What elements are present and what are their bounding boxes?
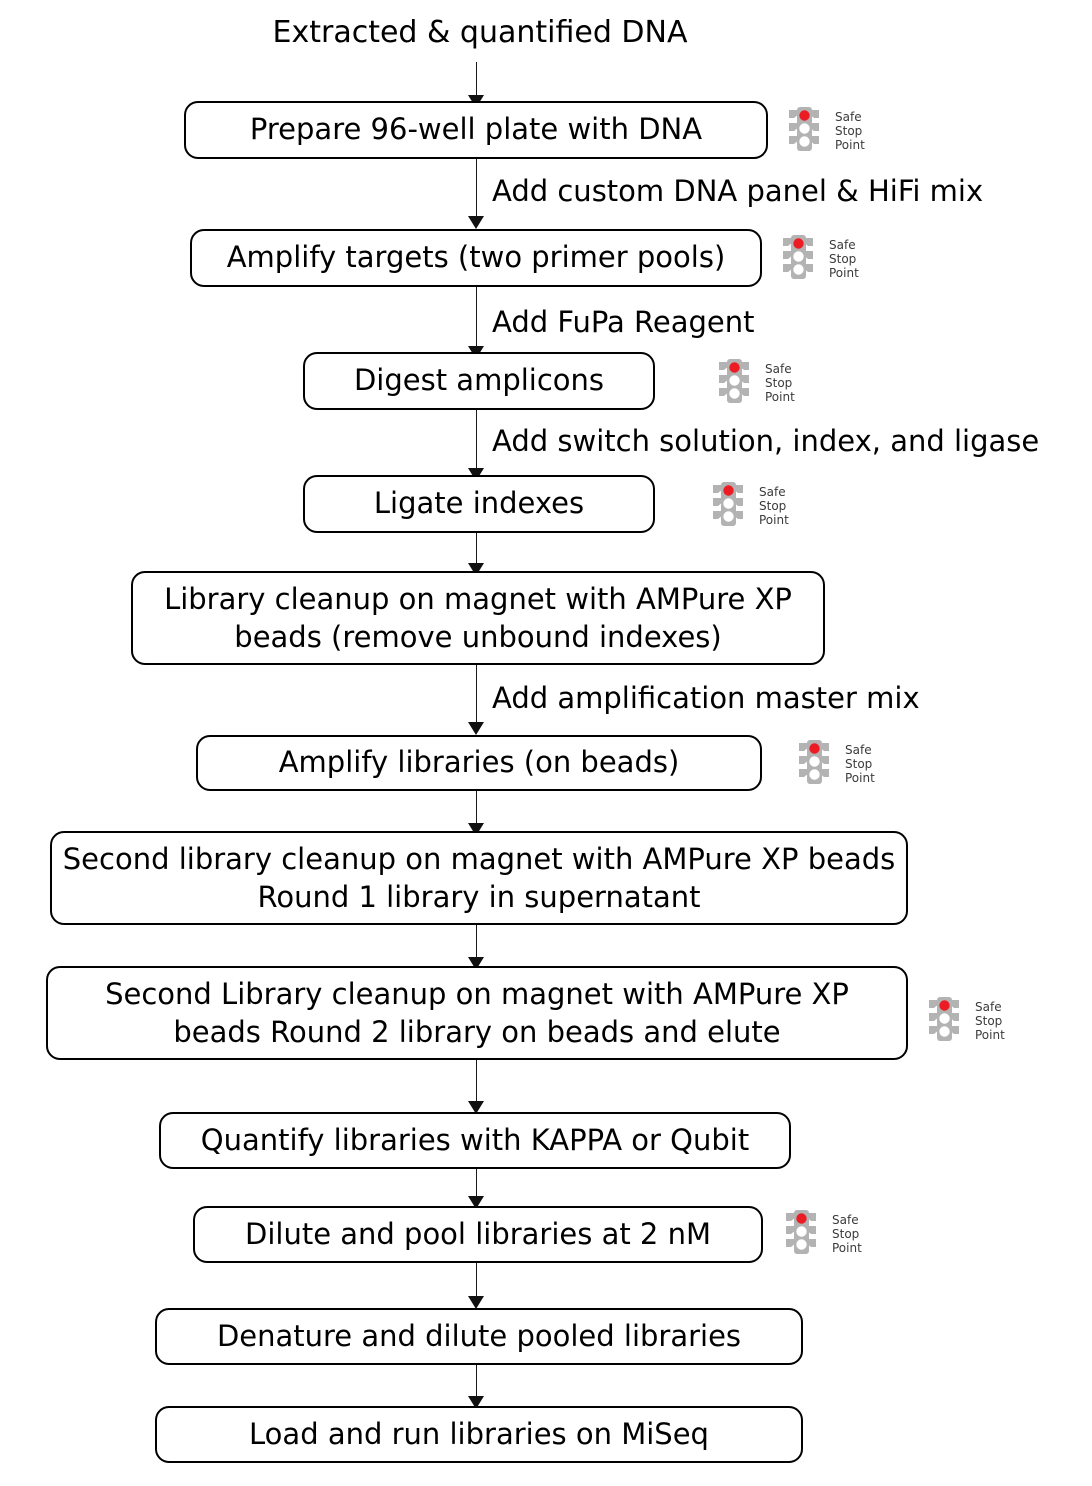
connector-n9-n10 — [476, 1169, 477, 1205]
safe-stop-point-label-1: Safe Stop Point — [835, 110, 865, 152]
safe-stop-point-label-7: Safe Stop Point — [832, 1213, 862, 1255]
badge-line-stop: Stop — [765, 375, 793, 390]
node-amplify-libraries[interactable]: Amplify libraries (on beads) — [196, 735, 762, 791]
badge-line-safe: Safe — [845, 742, 872, 757]
edge-label-add-switch-solution: Add switch solution, index, and ligase — [492, 424, 1040, 458]
badge-line-safe: Safe — [975, 999, 1002, 1014]
traffic-light-icon — [799, 740, 829, 784]
arrowhead-n1-n2 — [468, 216, 484, 229]
badge-line-point: Point — [829, 266, 859, 281]
safe-stop-point-label-5: Safe Stop Point — [845, 743, 875, 785]
node-quantify-libraries[interactable]: Quantify libraries with KAPPA or Qubit — [159, 1112, 791, 1169]
traffic-light-icon — [783, 235, 813, 279]
node-second-cleanup-round1[interactable]: Second library cleanup on magnet with AM… — [50, 831, 908, 925]
badge-line-stop: Stop — [829, 251, 857, 266]
connector-n10-n11 — [476, 1263, 477, 1305]
page-title: Extracted & quantified DNA — [272, 15, 688, 50]
badge-line-safe: Safe — [832, 1212, 859, 1227]
safe-stop-point-label-4: Safe Stop Point — [759, 485, 789, 527]
badge-line-safe: Safe — [765, 361, 792, 376]
arrowhead-n9-n10 — [468, 1196, 484, 1209]
badge-line-point: Point — [832, 1241, 862, 1256]
edge-label-add-amplification-mix: Add amplification master mix — [492, 681, 920, 715]
connector-n3-n4 — [476, 410, 477, 474]
node-prepare-plate[interactable]: Prepare 96-well plate with DNA — [184, 101, 768, 159]
badge-line-point: Point — [765, 390, 795, 405]
badge-line-safe: Safe — [759, 484, 786, 499]
safe-stop-point-badge-3: Safe Stop Point — [716, 358, 795, 408]
traffic-light-icon — [786, 1210, 816, 1254]
badge-line-stop: Stop — [975, 1013, 1003, 1028]
node-load-run-miseq[interactable]: Load and run libraries on MiSeq — [155, 1406, 803, 1463]
node-denature-dilute[interactable]: Denature and dilute pooled libraries — [155, 1308, 803, 1365]
connector-n4-n5 — [476, 533, 477, 569]
badge-line-point: Point — [845, 771, 875, 786]
arrowhead-n8-n9 — [468, 1101, 484, 1114]
arrowhead-n11-n12 — [468, 1396, 484, 1409]
traffic-light-icon — [929, 997, 959, 1041]
node-ligate-indexes[interactable]: Ligate indexes — [303, 475, 655, 533]
connector-n2-n3 — [476, 287, 477, 353]
badge-line-safe: Safe — [835, 109, 862, 124]
connector-title-n1 — [476, 62, 477, 100]
badge-line-stop: Stop — [835, 123, 863, 138]
node-amplify-targets[interactable]: Amplify targets (two primer pools) — [190, 229, 762, 287]
node-dilute-pool-libraries[interactable]: Dilute and pool libraries at 2 nM — [193, 1206, 763, 1263]
safe-stop-point-badge-1: Safe Stop Point — [786, 106, 865, 156]
safe-stop-point-badge-5: Safe Stop Point — [796, 739, 875, 789]
badge-line-stop: Stop — [832, 1226, 860, 1241]
connector-n7-n8 — [476, 925, 477, 963]
node-second-cleanup-round2[interactable]: Second Library cleanup on magnet with AM… — [46, 966, 908, 1060]
badge-line-point: Point — [759, 513, 789, 528]
connector-n5-n6 — [476, 665, 477, 727]
node-digest-amplicons[interactable]: Digest amplicons — [303, 352, 655, 410]
badge-line-point: Point — [835, 138, 865, 153]
node-library-cleanup[interactable]: Library cleanup on magnet with AMPure XP… — [131, 571, 825, 665]
traffic-light-icon — [719, 359, 749, 403]
badge-line-point: Point — [975, 1028, 1005, 1043]
arrowhead-n5-n6 — [468, 722, 484, 735]
safe-stop-point-badge-6: Safe Stop Point — [926, 996, 1005, 1046]
traffic-light-icon — [713, 482, 743, 526]
safe-stop-point-label-2: Safe Stop Point — [829, 238, 859, 280]
arrowhead-n10-n11 — [468, 1296, 484, 1309]
badge-line-stop: Stop — [845, 756, 873, 771]
edge-label-add-panel: Add custom DNA panel & HiFi mix — [492, 174, 984, 208]
badge-line-stop: Stop — [759, 498, 787, 513]
connector-n1-n2 — [476, 159, 477, 221]
safe-stop-point-badge-2: Safe Stop Point — [780, 234, 859, 284]
connector-n11-n12 — [476, 1365, 477, 1403]
safe-stop-point-label-3: Safe Stop Point — [765, 362, 795, 404]
edge-label-add-fupa: Add FuPa Reagent — [492, 305, 755, 339]
safe-stop-point-label-6: Safe Stop Point — [975, 1000, 1005, 1042]
safe-stop-point-badge-7: Safe Stop Point — [783, 1209, 862, 1259]
traffic-light-icon — [789, 107, 819, 151]
safe-stop-point-badge-4: Safe Stop Point — [710, 481, 789, 531]
badge-line-safe: Safe — [829, 237, 856, 252]
connector-n8-n9 — [476, 1060, 477, 1112]
connector-n6-n7 — [476, 791, 477, 829]
